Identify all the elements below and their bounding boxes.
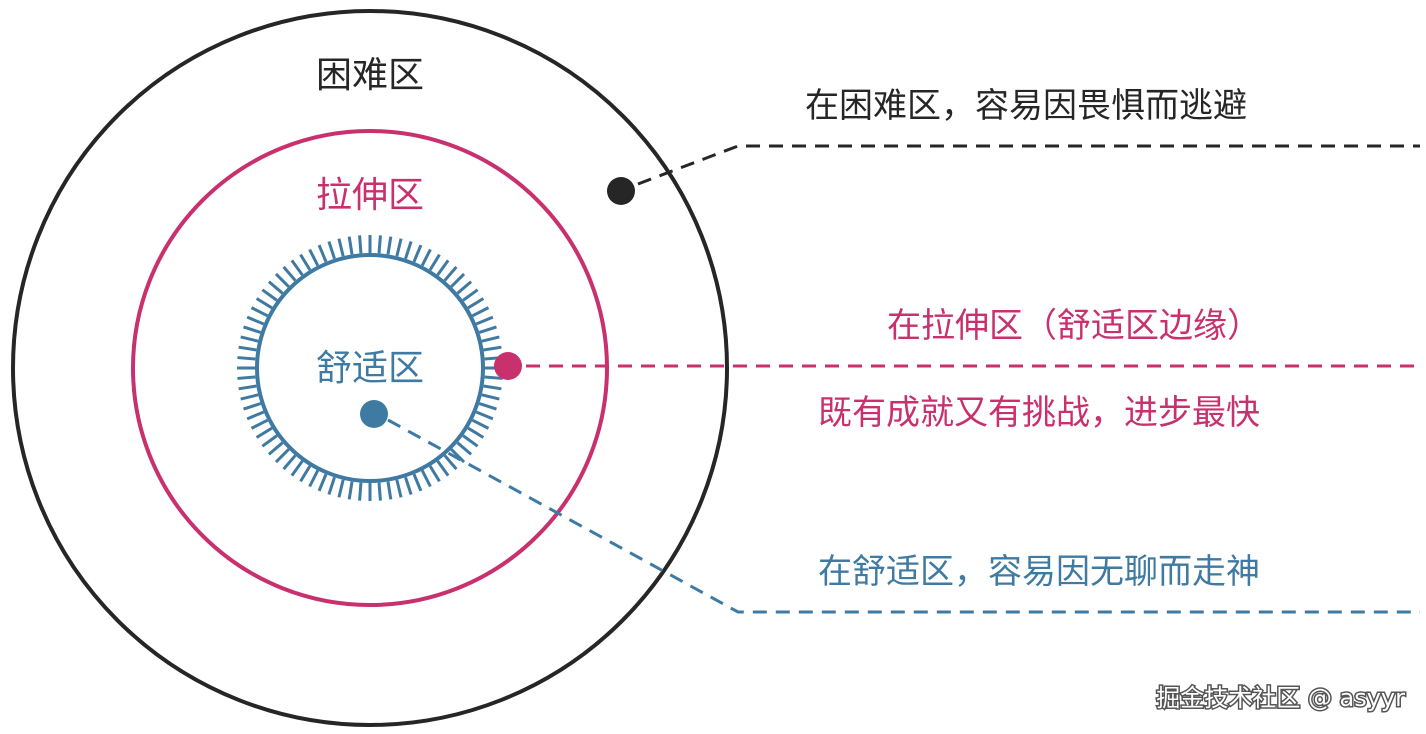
comfort-zone-tick bbox=[471, 306, 490, 318]
comfort-zone-tick bbox=[467, 297, 485, 310]
comfort-zone-label: 舒适区 bbox=[316, 348, 424, 389]
comfort-zone-tick bbox=[237, 356, 256, 361]
difficult-annotation: 在困难区，容易因畏惧而逃避 bbox=[805, 86, 1247, 126]
comfort-zone-tick bbox=[412, 473, 423, 492]
comfort-zone-tick bbox=[471, 418, 490, 430]
comfort-zone-tick bbox=[386, 236, 393, 255]
stretch-annotation-title: 在拉伸区（舒适区边缘） bbox=[887, 306, 1261, 346]
comfort-zone-tick bbox=[243, 325, 262, 334]
comfort-zone-tick bbox=[238, 345, 257, 352]
stretch-zone-circle bbox=[131, 129, 609, 607]
comfort-zone-tick bbox=[267, 441, 284, 456]
comfort-zone-tick bbox=[462, 288, 479, 302]
comfort-zone-tick bbox=[377, 235, 382, 254]
comfort-zone-tick bbox=[282, 454, 297, 471]
comfort-zone-tick bbox=[299, 465, 312, 483]
comfort-zone-tick bbox=[395, 479, 403, 498]
comfort-zone-tick bbox=[377, 482, 382, 501]
comfort-zone-tick bbox=[274, 272, 290, 288]
comfort-zone-tick bbox=[282, 265, 297, 282]
comfort-zone-tick bbox=[347, 481, 354, 500]
comfort-zone-tick bbox=[443, 454, 458, 471]
comfort-zone-tick bbox=[327, 476, 336, 495]
comfort-zone-tick bbox=[299, 253, 312, 271]
comfort-zone-tick bbox=[358, 482, 363, 501]
comfort-zone-tick bbox=[255, 426, 273, 439]
difficult-marker-dot bbox=[607, 177, 635, 205]
comfort-zone-tick bbox=[428, 253, 441, 271]
comfort-zone-tick bbox=[317, 473, 328, 492]
comfort-leader-line bbox=[387, 418, 1420, 614]
comfort-zone-tick bbox=[478, 402, 497, 411]
comfort-zone-tick bbox=[347, 236, 354, 255]
comfort-zone-circle bbox=[255, 253, 485, 483]
comfort-zone-tick bbox=[261, 434, 278, 448]
comfort-zone-tick bbox=[481, 393, 500, 401]
comfort-zone-tick bbox=[240, 335, 259, 343]
comfort-zone-tick bbox=[308, 248, 320, 267]
comfort-zone-tick bbox=[250, 306, 269, 318]
comfort-zone-tick bbox=[337, 238, 345, 257]
comfort-zone-tick bbox=[395, 238, 403, 257]
comfort-zone-tick bbox=[483, 345, 502, 352]
comfort-zone-tick bbox=[484, 375, 503, 380]
comfort-zone-tick bbox=[240, 393, 259, 401]
comfort-zone-tick bbox=[436, 259, 450, 276]
comfort-zone-tick bbox=[450, 272, 466, 288]
comfort-zone-tick bbox=[420, 469, 432, 488]
comfort-zone-tick bbox=[462, 434, 479, 448]
difficult-zone-circle bbox=[11, 9, 729, 727]
difficult-leader-line bbox=[637, 144, 1420, 186]
watermark: 掘金技术社区 @ asyyr bbox=[1156, 684, 1405, 712]
comfort-zone-tick bbox=[436, 460, 450, 477]
comfort-zone-tick bbox=[450, 448, 466, 464]
comfort-zone-tick bbox=[475, 410, 494, 421]
comfort-zone-tick bbox=[267, 280, 284, 295]
comfort-zone-tick bbox=[443, 265, 458, 282]
comfort-zone-tick bbox=[483, 384, 502, 391]
comfort-zone-tick bbox=[255, 297, 273, 310]
comfort-zone-tick bbox=[246, 315, 265, 326]
difficult-zone-label: 困难区 bbox=[316, 55, 424, 96]
comfort-zone-tick bbox=[327, 241, 336, 260]
comfort-zone-tick bbox=[412, 244, 423, 263]
comfort-zone-tick bbox=[246, 410, 265, 421]
comfort-zone-tick bbox=[308, 469, 320, 488]
comfort-zone-tick bbox=[250, 418, 269, 430]
comfort-zone-tick bbox=[478, 325, 497, 334]
comfort-zone-tick bbox=[238, 384, 257, 391]
comfort-zone-tick bbox=[420, 248, 432, 267]
comfort-zone-tick bbox=[358, 235, 363, 254]
comfort-zone-tick bbox=[237, 375, 256, 380]
comfort-zone-tick bbox=[337, 479, 345, 498]
comfort-zone-tick bbox=[404, 241, 413, 260]
comfort-zone-tick bbox=[404, 476, 413, 495]
stretch-marker-dot bbox=[494, 352, 522, 380]
comfort-zone-tick bbox=[456, 280, 473, 295]
comfort-zone-tick bbox=[386, 481, 393, 500]
comfort-zone-tick bbox=[261, 288, 278, 302]
stretch-zone-label: 拉伸区 bbox=[316, 175, 424, 216]
stretch-annotation-desc: 既有成就又有挑战，进步最快 bbox=[818, 393, 1260, 433]
comfort-zone-tick bbox=[428, 465, 441, 483]
comfort-zone-tick bbox=[317, 244, 328, 263]
comfort-zone-ticks bbox=[237, 235, 503, 501]
comfort-annotation: 在舒适区，容易因无聊而走神 bbox=[818, 552, 1260, 592]
comfort-zone-tick bbox=[481, 335, 500, 343]
comfort-zone-tick bbox=[290, 460, 304, 477]
comfort-zone-tick bbox=[467, 426, 485, 439]
comfort-zone-tick bbox=[475, 315, 494, 326]
comfort-zone-tick bbox=[274, 448, 290, 464]
comfort-zone-tick bbox=[243, 402, 262, 411]
comfort-zone-tick bbox=[290, 259, 304, 276]
comfort-marker-dot bbox=[360, 400, 388, 428]
comfort-zone-tick bbox=[456, 441, 473, 456]
